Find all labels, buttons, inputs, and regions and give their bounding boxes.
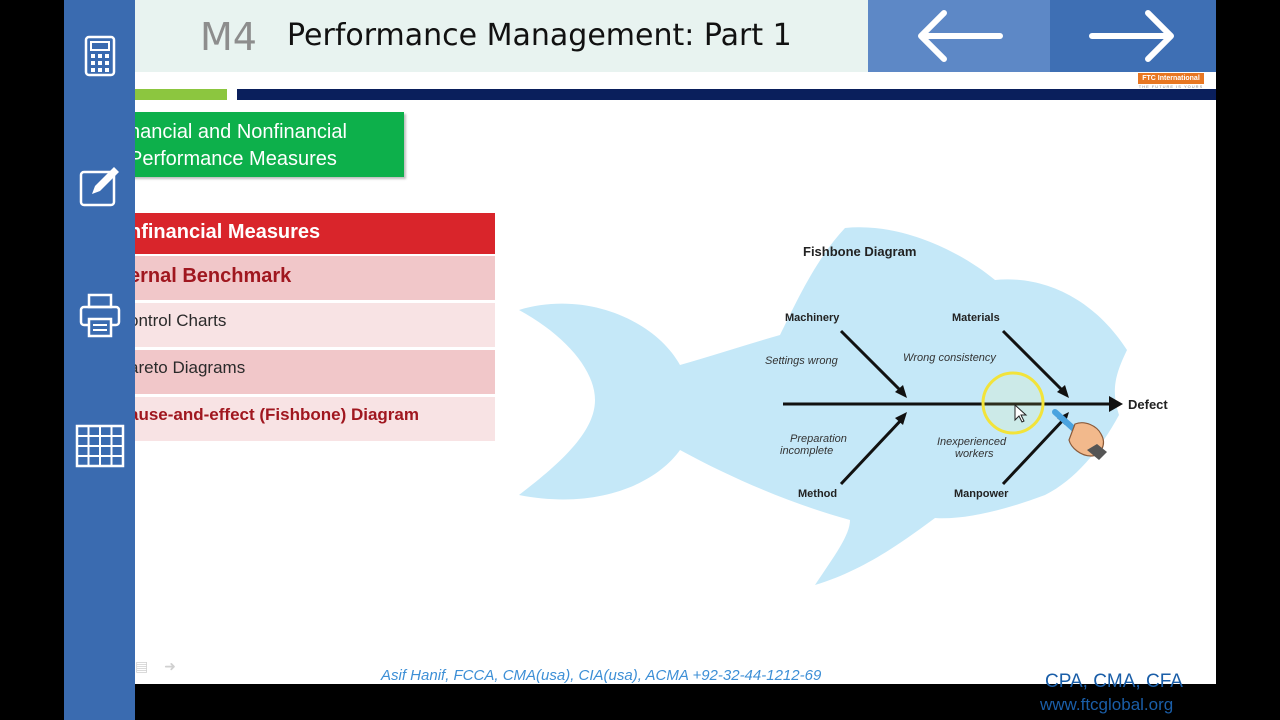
category-materials: Materials: [952, 312, 1000, 324]
slide: M4 Performance Management: Part 1 FTC In…: [135, 0, 1216, 684]
category-machinery: Machinery: [785, 312, 840, 324]
cause-settings: Settings wrong: [765, 355, 839, 367]
menu-item-control-charts[interactable]: ontrol Charts: [135, 303, 495, 347]
page-title: Performance Management: Part 1: [287, 18, 792, 53]
previous-button[interactable]: [868, 0, 1050, 72]
topic-line-2: Performance Measures: [135, 148, 337, 170]
brand-line-1: CPA, CMA, CFA: [1045, 671, 1183, 692]
ftc-logo: FTC International: [1138, 73, 1204, 84]
next-button[interactable]: [1050, 0, 1216, 72]
bone-method: [839, 416, 905, 486]
table-button[interactable]: [72, 418, 128, 474]
category-manpower: Manpower: [954, 488, 1009, 500]
print-icon: [79, 293, 121, 338]
bone-materials: [1001, 329, 1067, 395]
presenter-credit: Asif Hanif, FCCA, CMA(usa), CIA(usa), AC…: [381, 667, 822, 684]
left-arrow-icon: [918, 10, 1003, 62]
category-method: Method: [798, 488, 837, 500]
menu-header-nonfinancial: nfinancial Measures: [135, 213, 495, 254]
print-button[interactable]: [72, 288, 128, 344]
highlight-circle: [981, 371, 1045, 435]
accent-bar-green: [135, 89, 227, 100]
bone-method-arrow: [895, 412, 907, 425]
brand-url: www.ftcglobal.org: [1040, 695, 1174, 714]
module-number: M4: [200, 15, 257, 59]
cause-preparation-1: Preparation: [790, 433, 847, 445]
fish-shape: [519, 227, 1127, 585]
accent-bar-navy: [237, 89, 1216, 100]
topic-line-1: nancial and Nonfinancial: [135, 121, 347, 143]
cursor-icon: [1014, 403, 1028, 423]
calculator-icon: [84, 35, 116, 77]
edit-icon: [79, 167, 119, 207]
fishbone-title: Fishbone Diagram: [803, 244, 916, 259]
cause-inexperienced-1: Inexperienced: [937, 436, 1007, 448]
pointer-hand-icon: [1052, 409, 1107, 460]
menu-item-benchmark[interactable]: ernal Benchmark: [135, 256, 495, 300]
menu-item-pareto[interactable]: areto Diagrams: [135, 350, 495, 394]
bone-machinery-arrow: [895, 385, 907, 398]
bone-materials-arrow: [1057, 385, 1069, 398]
right-arrow-icon: [1089, 10, 1174, 62]
bone-machinery: [839, 329, 905, 395]
table-icon: [75, 424, 125, 468]
calculator-button[interactable]: [72, 28, 128, 84]
spine-arrowhead: [1109, 396, 1123, 412]
menu-item-fishbone[interactable]: ause-and-effect (Fishbone) Diagram: [135, 397, 495, 441]
slide-header: M4 Performance Management: Part 1: [135, 0, 868, 72]
cause-consistency: Wrong consistency: [903, 352, 997, 364]
notes-icon: ▤: [135, 658, 149, 674]
ftc-tagline: THE FUTURE IS YOURS: [1138, 84, 1204, 89]
effect-label: Defect: [1128, 397, 1168, 412]
cause-inexperienced-2: workers: [955, 448, 994, 460]
slide-footer-icons: ▤ ➜: [135, 658, 176, 675]
forward-icon: ➜: [164, 658, 176, 674]
edit-button[interactable]: [72, 158, 128, 214]
sidebar: [64, 0, 135, 720]
bone-manpower: [1001, 416, 1067, 486]
cause-preparation-2: incomplete: [780, 445, 833, 457]
topic-banner: nancial and Nonfinancial Performance Mea…: [135, 112, 404, 177]
fishbone-diagram: Fishbone Diagram Defect Machinery Materi…: [519, 227, 1168, 585]
